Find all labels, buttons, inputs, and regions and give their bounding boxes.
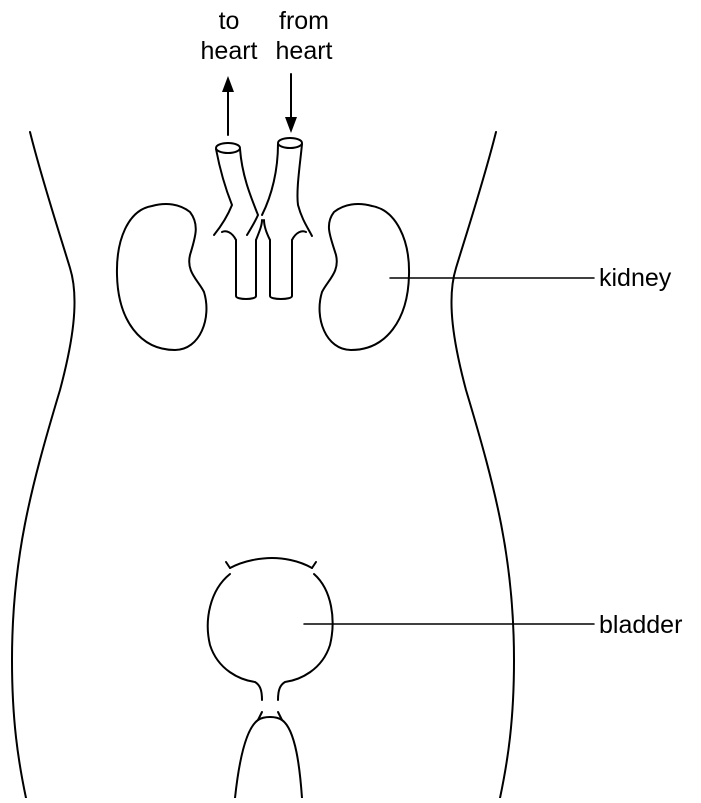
body-outline-right <box>451 132 514 798</box>
right-kidney <box>320 204 410 350</box>
bladder-label: bladder <box>599 610 682 640</box>
body-outline-left <box>12 132 75 798</box>
from-heart-label: from heart <box>276 6 333 66</box>
from-heart-label-line1: from <box>276 6 333 36</box>
from-heart-label-line2: heart <box>276 36 333 66</box>
blood-vessels <box>214 138 312 299</box>
kidney-label: kidney <box>599 263 671 293</box>
left-kidney <box>117 204 207 350</box>
from-heart-arrow <box>285 74 297 133</box>
bladder <box>208 558 333 700</box>
to-heart-label: to heart <box>201 6 258 66</box>
leg-divide <box>235 717 302 798</box>
to-heart-label-line1: to <box>201 6 258 36</box>
to-heart-arrow <box>222 76 234 135</box>
to-heart-label-line2: heart <box>201 36 258 66</box>
